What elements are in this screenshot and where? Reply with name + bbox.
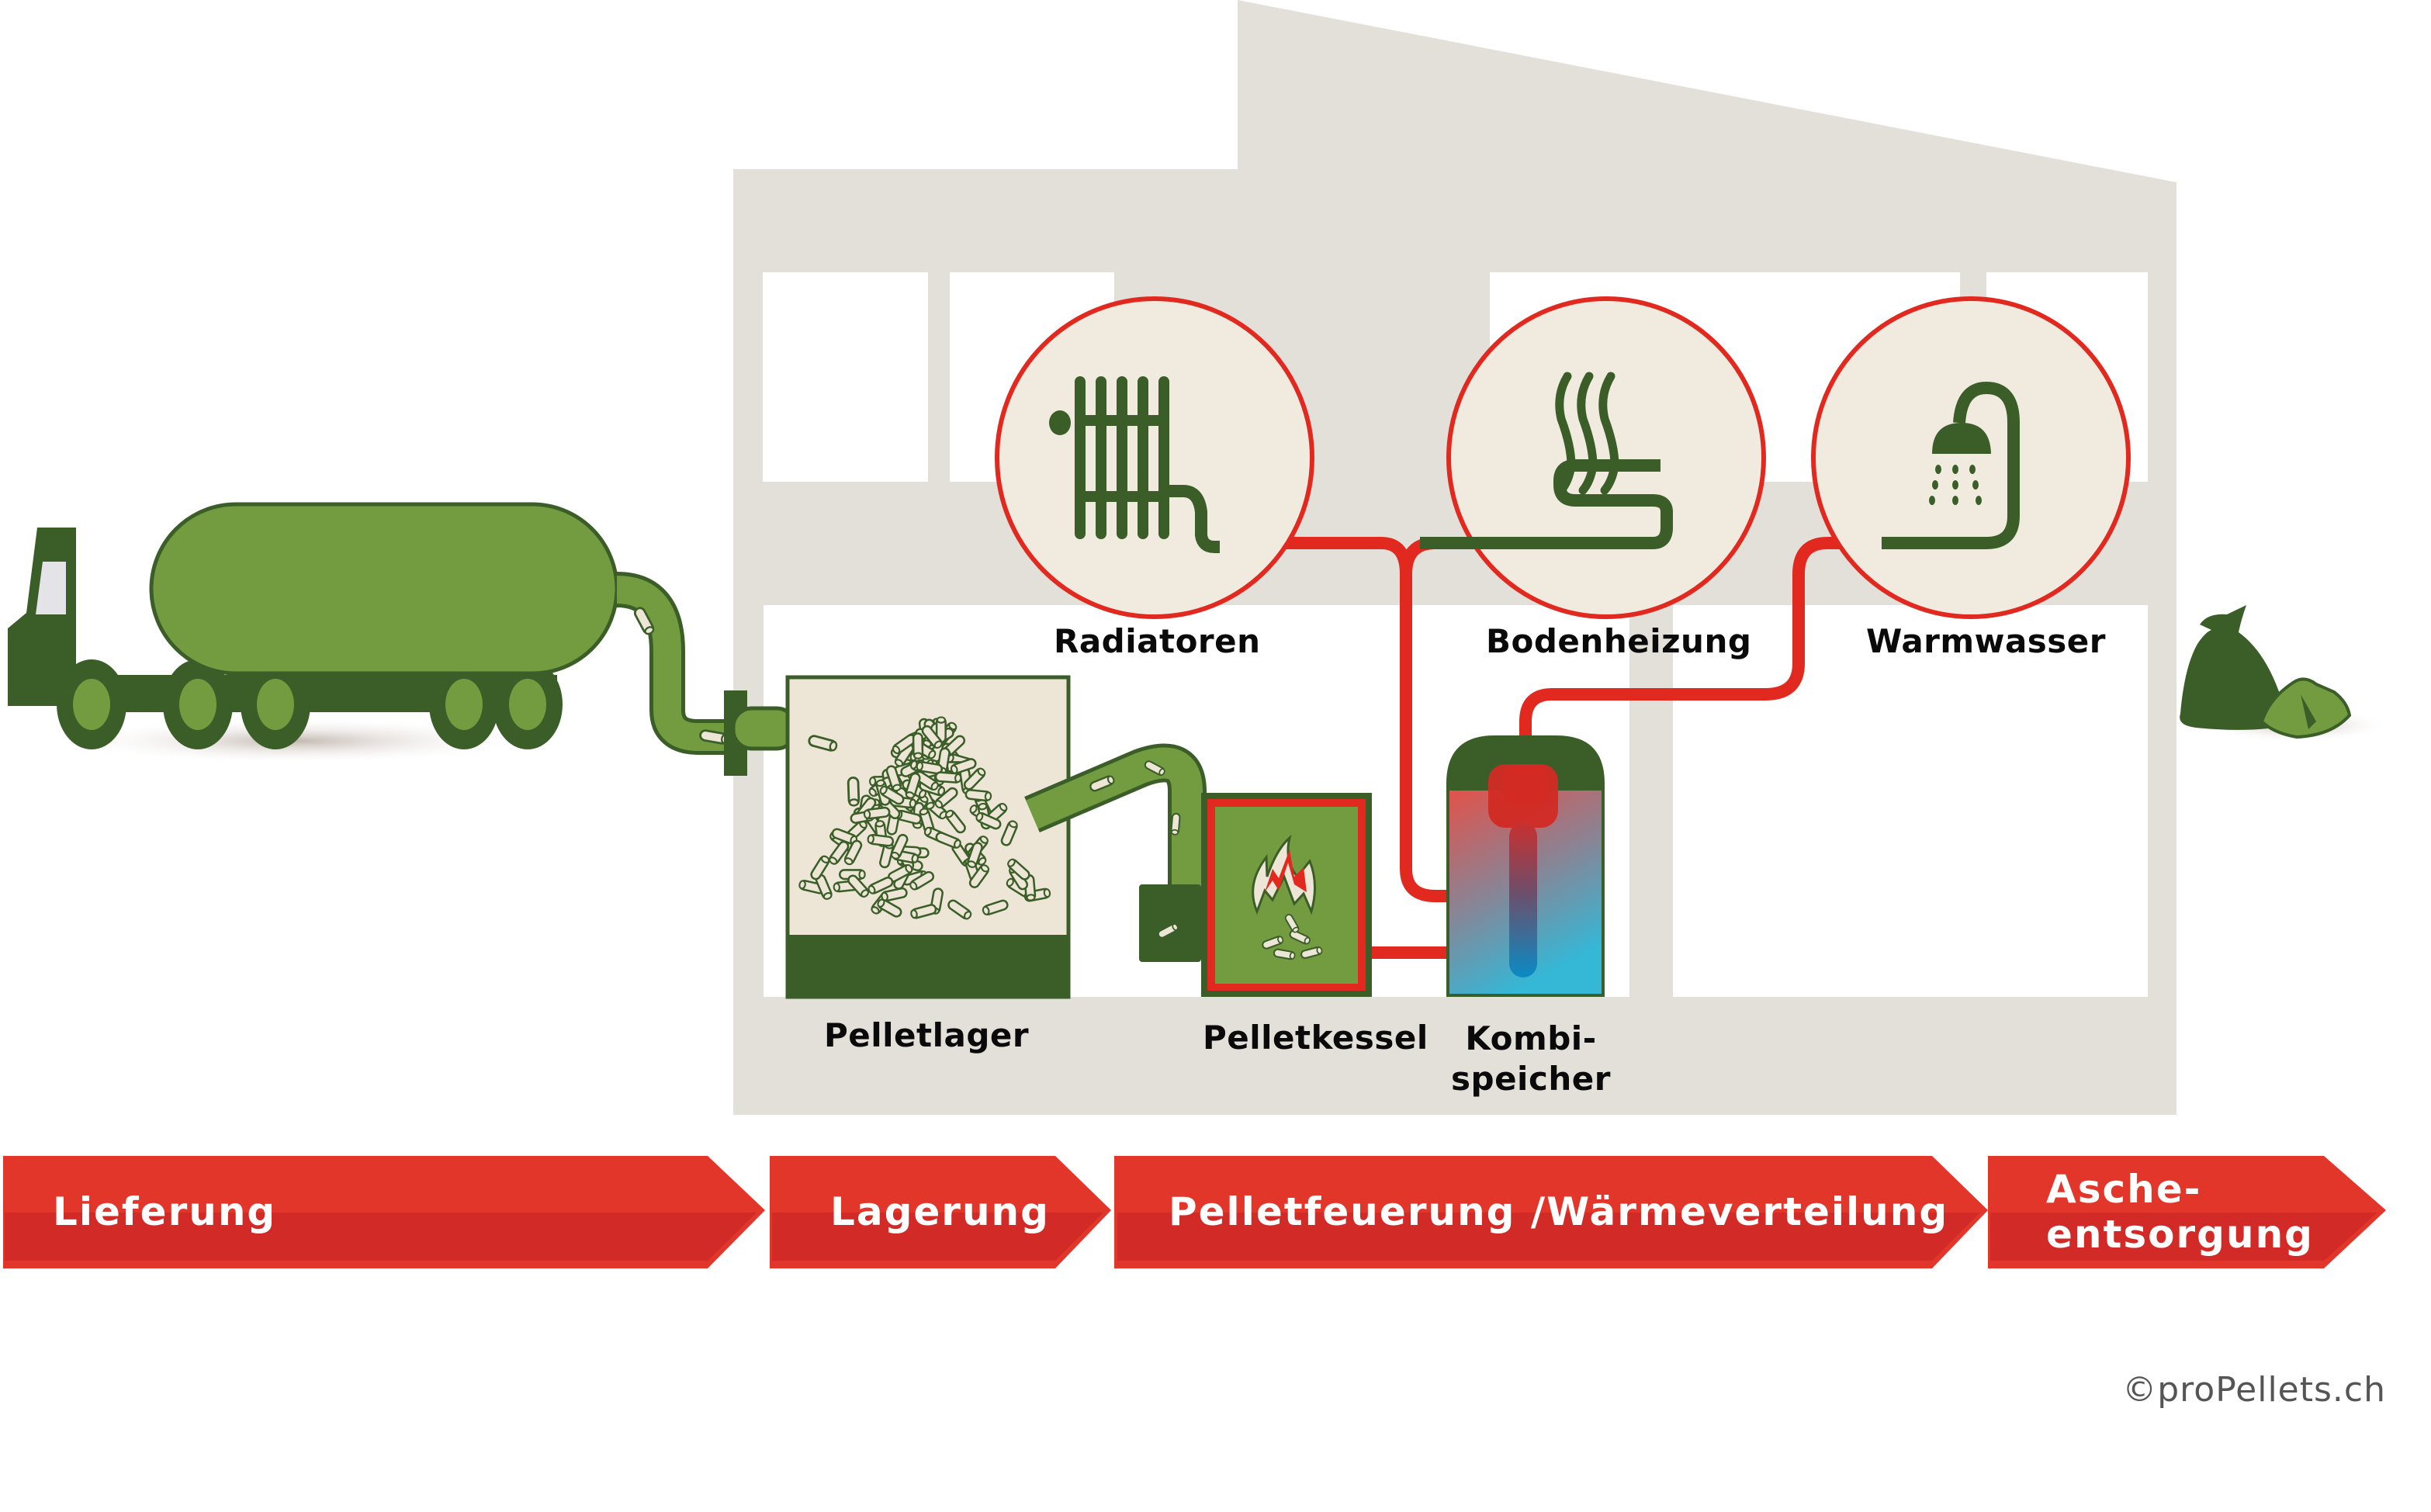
filling-coupling [724,690,798,776]
window [763,272,928,482]
stage-storage: Lagerung [770,1156,1111,1268]
floor-heating-label: Bodenheizung [1486,622,1752,660]
radiator-circle [995,296,1314,619]
hot-water-label: Warmwasser [1866,622,2106,660]
radiator-icon [1049,376,1220,553]
process-stages [3,1156,2386,1268]
combi-storage-label-line2: speicher [1451,1060,1611,1098]
tanker-truck-icon [8,502,745,764]
combi-storage-label: Kombi- speicher [1451,1019,1611,1099]
combi-storage-label-line1: Kombi- [1465,1019,1597,1057]
copyright-notice: ©proPellets.ch [2122,1370,2386,1410]
basement-room-right [1673,605,2148,997]
stage-delivery: Lieferung [0,1156,768,1268]
pellet-storage-label: Pelletlager [824,1016,1030,1054]
pellet-boiler [1201,793,1372,997]
hot-water-circle [1811,296,2131,619]
combi-storage-tank [1446,735,1605,997]
stage-arrow-storage [770,1156,1111,1268]
stage-ash-label-line2: entsorgung [2046,1211,2314,1257]
stage-firing-distribution: Pelletfeuerung /Wärmeverteilung [1114,1156,1987,1268]
stage-arrow-ash [1988,1156,2386,1268]
pellet [863,806,892,821]
pellet [964,788,992,802]
stage-ash-label-line1: Asche- [2046,1167,2202,1212]
pellet [934,770,962,784]
pellet-storage [785,675,1071,999]
stage-arrow-delivery [3,1156,765,1268]
pellet [912,732,924,760]
stage-ash-disposal: Asche- entsorgung [1988,1156,2385,1268]
shower-icon [1882,381,2020,549]
stage-storage-label: Lagerung [830,1188,1050,1234]
stage-firing-label: Pelletfeuerung /Wärmeverteilung [1169,1188,1949,1234]
stage-ash-label: Asche- entsorgung [2046,1156,2314,1268]
stage-arrow-firing [1114,1156,1988,1268]
pellet [866,833,895,848]
floor-heating-icon [1420,372,1673,549]
floor-heating-circle [1420,296,1766,619]
flame-icon [1252,834,1317,915]
ash-bag-icon [2180,605,2390,742]
pellet-conveyor [1024,743,1207,962]
stage-delivery-label: Lieferung [53,1188,277,1234]
pellet-boiler-label: Pelletkessel [1203,1019,1428,1057]
radiators-label: Radiatoren [1054,622,1261,660]
